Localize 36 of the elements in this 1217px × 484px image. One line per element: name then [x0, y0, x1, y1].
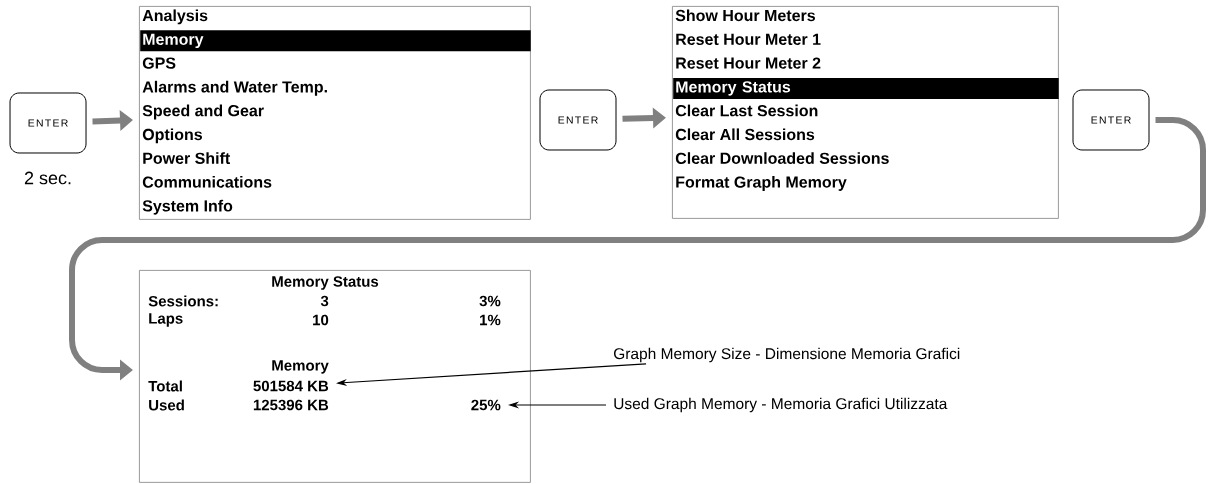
- menu-item: Alarms and Water Temp.: [142, 80, 327, 96]
- screen-text: 125396 KB: [253, 399, 329, 411]
- menu-item: Analysis: [142, 9, 208, 25]
- menu-item: Power Shift: [143, 152, 230, 164]
- menu-item: Reset Hour Meter 1: [676, 33, 821, 45]
- screen-text: Sessions:: [148, 295, 218, 307]
- screen-text: Total: [148, 380, 182, 392]
- key-button: ENTER: [9, 92, 87, 154]
- screen-title: Memory Status: [272, 276, 379, 290]
- screen-text: Laps: [149, 313, 183, 327]
- menu-item: Show Hour Meters: [675, 9, 815, 22]
- highlighted-menu-item: Memory Status: [673, 77, 1059, 99]
- key-button: ENTER: [539, 89, 617, 151]
- key-button: ENTER: [1072, 89, 1150, 151]
- callout-text: Used Graph Memory - Memoria Grafici Utilizzata: [614, 397, 948, 413]
- screen-value: 501584 KB: [253, 380, 329, 392]
- menu-item: Clear All Sessions: [675, 128, 815, 141]
- menu-item: Clear Downloaded Sessions: [675, 152, 889, 164]
- menu-item: Speed and Gear: [142, 104, 264, 120]
- menu-item: System Info: [142, 199, 233, 215]
- menu-item: Options: [142, 128, 202, 144]
- screen-text: 10: [313, 314, 329, 326]
- screen-text: 1%: [480, 314, 501, 326]
- screen-text: Used: [149, 399, 184, 411]
- callout-text: Graph Memory Size - Dimensione Memoria Grafici: [614, 347, 960, 363]
- screen-text: 3: [320, 295, 329, 307]
- screen-text: 3%: [479, 295, 501, 307]
- duration-label: 2 sec.: [24, 171, 71, 185]
- menu-item: Reset Hour Meter 2: [676, 57, 821, 69]
- menu-item: GPS: [142, 57, 176, 69]
- menu-item: Format Graph Memory: [676, 176, 847, 191]
- highlighted-menu-item: Memory: [140, 30, 531, 52]
- screen-value: 25%: [471, 399, 501, 411]
- menu-item: Communications: [142, 176, 272, 188]
- menu-item: Clear Last Session: [675, 104, 818, 117]
- screen-text: Memory: [272, 360, 329, 374]
